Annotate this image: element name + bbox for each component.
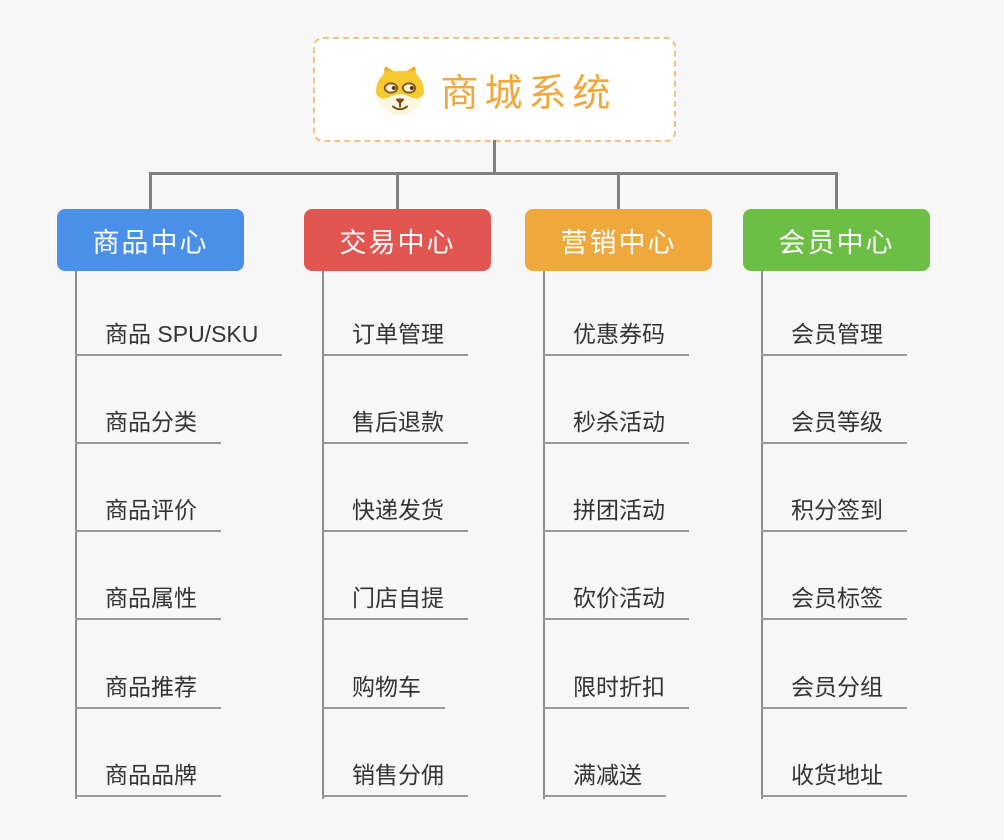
leaf-topic[interactable]: 购物车 [322,669,445,709]
leaf-topic[interactable]: 门店自提 [322,580,468,620]
leaf-topic[interactable]: 商品评价 [75,492,221,532]
branch-node[interactable]: 会员中心 [743,209,930,271]
leaf-topic[interactable]: 快递发货 [322,492,468,532]
leaf-topic[interactable]: 积分签到 [761,492,907,532]
root-topic-node[interactable]: 商城系统 [313,37,676,142]
leaf-topic[interactable]: 拼团活动 [543,492,689,532]
branch-node[interactable]: 商品中心 [57,209,244,271]
branch-spine-line [322,271,324,799]
leaf-topic[interactable]: 会员管理 [761,316,907,356]
leaf-topic[interactable]: 商品品牌 [75,757,221,797]
leaf-topic[interactable]: 商品推荐 [75,669,221,709]
leaf-topic[interactable]: 会员等级 [761,404,907,444]
doge-face-icon [376,65,425,115]
leaf-topic[interactable]: 限时折扣 [543,669,689,709]
branch-spine-line [75,271,77,799]
leaf-topic[interactable]: 满减送 [543,757,666,797]
leaf-topic[interactable]: 商品分类 [75,404,221,444]
branch-node[interactable]: 交易中心 [304,209,491,271]
root-topic-label: 商城系统 [440,73,617,115]
leaf-topic[interactable]: 商品 SPU/SKU [75,316,283,356]
connector-root-drop [493,140,496,175]
leaf-topic[interactable]: 订单管理 [322,316,468,356]
leaf-topic[interactable]: 会员分组 [761,669,907,709]
leaf-topic[interactable]: 商品属性 [75,580,221,620]
connector-bus-line [149,172,838,175]
branch-spine-line [543,271,545,799]
branch-node[interactable]: 营销中心 [525,209,712,271]
leaf-topic[interactable]: 售后退款 [322,404,468,444]
leaf-topic[interactable]: 销售分佣 [322,757,468,797]
connector-drop-branch-2 [617,172,620,210]
connector-drop-branch-0 [149,172,152,210]
leaf-topic[interactable]: 砍价活动 [543,580,689,620]
branch-spine-line [761,271,763,799]
connector-drop-branch-3 [835,172,838,210]
leaf-topic[interactable]: 会员标签 [761,580,907,620]
leaf-topic[interactable]: 优惠券码 [543,316,689,356]
connector-drop-branch-1 [396,172,399,210]
leaf-topic[interactable]: 收货地址 [761,757,907,797]
leaf-topic[interactable]: 秒杀活动 [543,404,689,444]
